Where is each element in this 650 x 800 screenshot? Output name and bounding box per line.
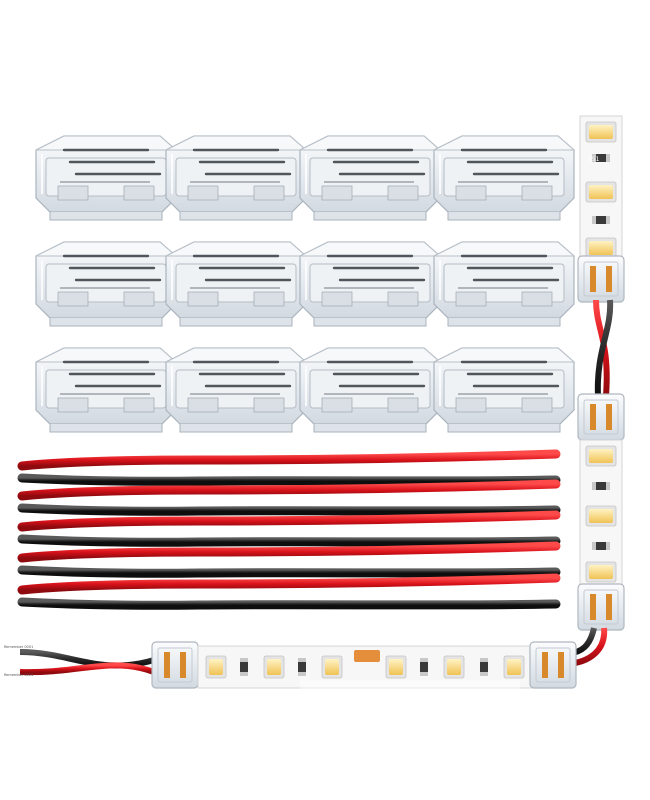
strip-clip-lower bbox=[577, 583, 625, 631]
connector-3 bbox=[298, 134, 442, 222]
lead-label-bottom: Remember 0001 bbox=[4, 673, 33, 677]
strip-clip-right bbox=[529, 641, 577, 689]
resistor-code-label: 151 bbox=[588, 156, 600, 163]
extension-cables bbox=[22, 454, 556, 605]
connector-8 bbox=[432, 240, 576, 328]
connector-4 bbox=[432, 134, 576, 222]
connector-1 bbox=[34, 134, 178, 222]
cable-4 bbox=[22, 546, 556, 573]
connector-12 bbox=[432, 346, 576, 434]
connector-10 bbox=[164, 346, 308, 434]
strip-clip-middle bbox=[577, 393, 625, 441]
strip-clip-left bbox=[151, 641, 199, 689]
connector-2 bbox=[164, 134, 308, 222]
connector-5 bbox=[34, 240, 178, 328]
connector-7 bbox=[298, 240, 442, 328]
cable-2 bbox=[22, 484, 556, 511]
led-strip-horizontal bbox=[19, 641, 577, 694]
cable-3 bbox=[22, 515, 556, 542]
connector-grid bbox=[34, 134, 576, 434]
cable-5 bbox=[22, 578, 556, 605]
connector-6 bbox=[164, 240, 308, 328]
led-strip-vertical-bottom bbox=[567, 439, 625, 667]
connector-9 bbox=[34, 346, 178, 434]
connector-11 bbox=[298, 346, 442, 434]
cable-1 bbox=[22, 454, 556, 481]
led-strip-vertical-top bbox=[577, 115, 625, 441]
lead-label-top: Remember 0001 bbox=[4, 645, 33, 649]
strip-clip-top bbox=[577, 255, 625, 303]
